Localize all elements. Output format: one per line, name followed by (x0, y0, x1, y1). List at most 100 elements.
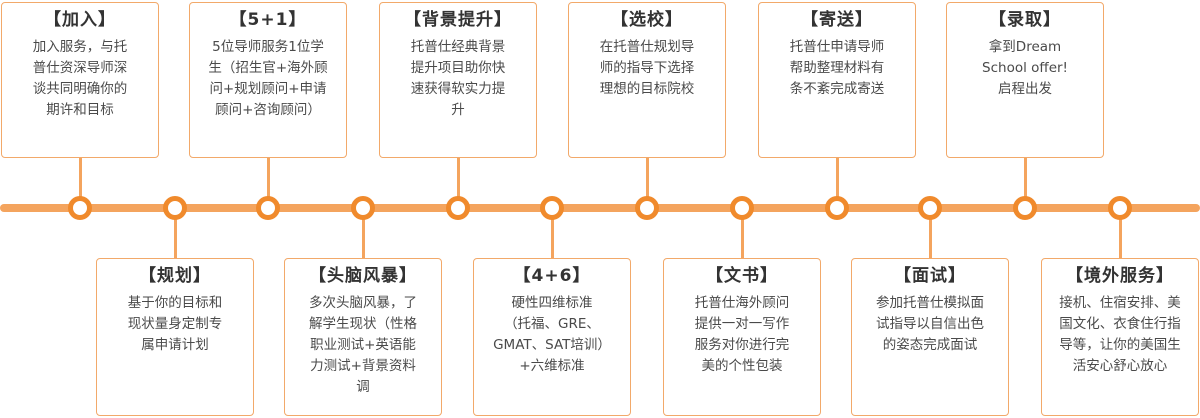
step-box-top-3: 【背景提升】托普仕经典背景提升项目助你快速获得软实力提升 (379, 2, 537, 158)
connector-line (835, 158, 839, 200)
step-description-line: 试指导以自信出色 (876, 316, 984, 332)
step-title: 【背景提升】 (404, 10, 512, 30)
connector-line (266, 158, 270, 200)
step-description: 托普仕经典背景提升项目助你快速获得软实力提升 (388, 37, 528, 121)
step-box-top-4: 【选校】在托普仕规划导师的指导下选择理想的目标院校 (568, 2, 726, 158)
connector-line (361, 216, 365, 260)
step-description-line: 参加托普仕模拟面 (876, 295, 984, 311)
step-box-bottom-6: 【境外服务】接机、住宿安排、美国文化、衣食住行指导等，让你的美国生活安心舒心放心 (1041, 258, 1199, 416)
step-description-line: 接机、住宿安排、美 (1059, 295, 1181, 311)
step-description-line: 提供一对一写作 (694, 316, 790, 332)
step-title: 【面试】 (894, 266, 966, 286)
step-title: 【寄送】 (801, 10, 873, 30)
step-description: 硬性四维标准 （托福、GRE、 GMAT、SAT培训） +六维标准 (482, 293, 622, 377)
step-box-bottom-2: 【头脑风暴】多次头脑风暴，了解学生现状（性格职业测试+英语能力测试+背景资料调 (284, 258, 442, 416)
step-description-line: 启程出发 (998, 81, 1052, 97)
step-description-line: 调 (356, 379, 370, 395)
timeline-node (730, 196, 754, 220)
step-description-line: 属申请计划 (141, 337, 209, 353)
step-description-line: 顾问+咨询顾问） (215, 102, 321, 118)
timeline-line (0, 204, 1200, 212)
step-description-line: 服务对你进行完 (694, 337, 790, 353)
step-description: 托普仕海外顾问提供一对一写作服务对你进行完美的个性包装 (672, 293, 812, 377)
step-box-top-2: 【5+1】 5位导师服务1位学生（招生官+海外顾问+规划顾问+申请顾问+咨询顾问） (189, 2, 347, 158)
step-box-top-1: 【加入】加入服务，与托普仕资深导师深谈共同明确你的期许和目标 (1, 2, 159, 158)
step-description-line: 职业测试+英语能 (310, 337, 416, 353)
timeline-node (1013, 196, 1037, 220)
timeline-node (163, 196, 187, 220)
step-description-line: 的姿态完成面试 (882, 337, 978, 353)
step-description-line: +六维标准 (519, 358, 585, 374)
step-description: 基于你的目标和现状量身定制专属申请计划 (105, 293, 245, 356)
step-title: 【5+1】 (229, 10, 307, 30)
step-description-line: 国文化、衣食住行指 (1059, 316, 1181, 332)
step-box-top-5: 【寄送】托普仕申请导师帮助整理材料有条不紊完成寄送 (758, 2, 916, 158)
step-description-line: 美的个性包装 (701, 358, 783, 374)
connector-line (456, 158, 460, 200)
step-description-line: 活安心舒心放心 (1072, 358, 1168, 374)
timeline-node (68, 196, 92, 220)
step-description-line: 期许和目标 (46, 102, 114, 118)
timeline-node (825, 196, 849, 220)
step-title: 【规划】 (139, 266, 211, 286)
connector-line (740, 216, 744, 260)
timeline-node (918, 196, 942, 220)
step-description: 5位导师服务1位学生（招生官+海外顾问+规划顾问+申请顾问+咨询顾问） (198, 37, 338, 121)
connector-line (173, 216, 177, 260)
step-description-line: 托普仕海外顾问 (694, 295, 790, 311)
timeline-node (351, 196, 375, 220)
step-description: 托普仕申请导师帮助整理材料有条不紊完成寄送 (767, 37, 907, 100)
step-title: 【文书】 (706, 266, 778, 286)
step-description-line: 生（招生官+海外顾 (208, 60, 328, 76)
step-title: 【选校】 (611, 10, 683, 30)
step-title: 【加入】 (44, 10, 116, 30)
step-description: 加入服务，与托普仕资深导师深谈共同明确你的期许和目标 (10, 37, 150, 121)
timeline-node (1108, 196, 1132, 220)
step-description-line: 解学生现状（性格 (309, 316, 417, 332)
step-description-line: （托福、GRE、 (504, 316, 600, 332)
step-description-line: 拿到Dream (988, 39, 1062, 55)
step-box-bottom-1: 【规划】基于你的目标和现状量身定制专属申请计划 (96, 258, 254, 416)
step-description-line: 提升项目助你快 (410, 60, 506, 76)
step-description-line: 速获得软实力提 (410, 81, 506, 97)
step-box-bottom-4: 【文书】托普仕海外顾问提供一对一写作服务对你进行完美的个性包装 (663, 258, 821, 416)
step-description-line: GMAT、SAT培训） (493, 337, 611, 353)
connector-line (1023, 158, 1027, 200)
timeline-node (635, 196, 659, 220)
step-description: 参加托普仕模拟面试指导以自信出色的姿态完成面试 (860, 293, 1000, 356)
step-description-line: 多次头脑风暴，了 (309, 295, 417, 311)
step-description: 在托普仕规划导师的指导下选择理想的目标院校 (577, 37, 717, 100)
step-title: 【4+6】 (513, 266, 591, 286)
timeline-node (540, 196, 564, 220)
step-description-line: 托普仕经典背景 (410, 39, 506, 55)
step-description: 接机、住宿安排、美国文化、衣食住行指导等，让你的美国生活安心舒心放心 (1050, 293, 1190, 377)
timeline-node (256, 196, 280, 220)
step-description-line: School offer! (982, 60, 1068, 76)
step-description-line: 普仕资深导师深 (32, 60, 128, 76)
step-description-line: 谈共同明确你的 (32, 81, 128, 97)
step-description-line: 托普仕申请导师 (789, 39, 885, 55)
step-description-line: 加入服务，与托 (32, 39, 128, 55)
step-description: 多次头脑风暴，了解学生现状（性格职业测试+英语能力测试+背景资料调 (293, 293, 433, 398)
step-description-line: 硬性四维标准 (511, 295, 593, 311)
connector-line (550, 216, 554, 260)
step-description-line: 在托普仕规划导 (599, 39, 695, 55)
step-description-line: 升 (451, 102, 465, 118)
connector-line (78, 158, 82, 200)
step-title: 【头脑风暴】 (309, 266, 417, 286)
step-box-bottom-3: 【4+6】硬性四维标准 （托福、GRE、 GMAT、SAT培训） +六维标准 (473, 258, 631, 416)
connector-line (645, 158, 649, 200)
step-description-line: 条不紊完成寄送 (789, 81, 885, 97)
step-description-line: 基于你的目标和 (127, 295, 223, 311)
step-title: 【境外服务】 (1066, 266, 1174, 286)
step-description-line: 力测试+背景资料 (310, 358, 416, 374)
step-description-line: 问+规划顾问+申请 (209, 81, 327, 97)
step-description-line: 帮助整理材料有 (789, 60, 885, 76)
timeline-node (446, 196, 470, 220)
connector-line (1118, 216, 1122, 260)
step-description-line: 导等，让你的美国生 (1059, 337, 1181, 353)
step-description-line: 5位导师服务1位学 (212, 39, 324, 55)
step-description-line: 理想的目标院校 (599, 81, 695, 97)
connector-line (928, 216, 932, 260)
